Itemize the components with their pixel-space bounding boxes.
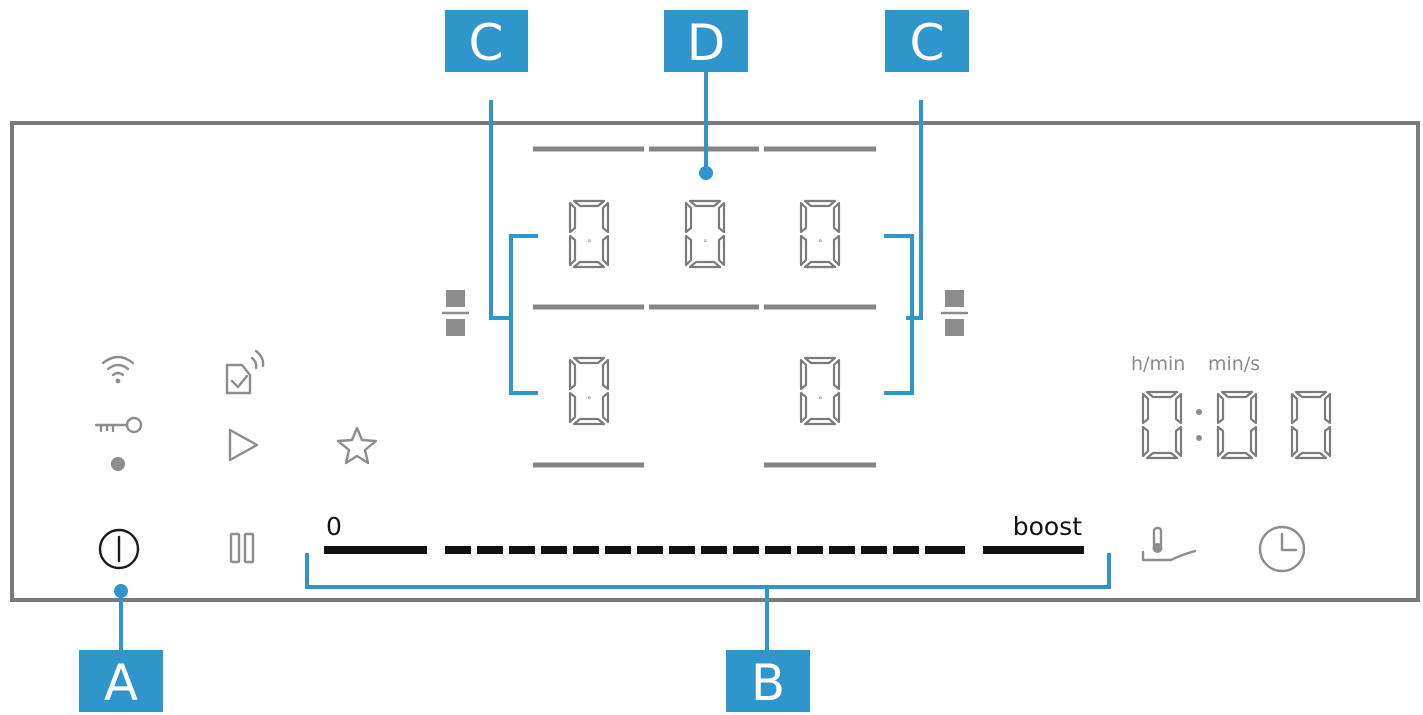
slider-segment xyxy=(765,546,791,554)
callout-tag-c-right: C xyxy=(885,10,969,72)
control-panel-frame xyxy=(10,121,1420,602)
remote-start-icon[interactable] xyxy=(225,349,265,395)
zone-display-bottom-left[interactable]: 0 xyxy=(570,358,608,424)
callout-tag-d: D xyxy=(664,10,748,72)
zone-value-top-left: 0 xyxy=(589,240,590,242)
power-icon[interactable] xyxy=(98,528,140,570)
slider-segment xyxy=(445,546,471,554)
svg-text:B: B xyxy=(751,654,785,712)
zone-value-bottom-right: 0 xyxy=(820,397,821,399)
frying-sensor-icon[interactable] xyxy=(1141,526,1197,562)
slider-segment xyxy=(893,546,919,554)
power-scale-slider[interactable] xyxy=(324,546,1084,554)
slider-segment xyxy=(509,546,535,554)
timer-separator xyxy=(1196,409,1202,441)
callout-tag-c-left: C xyxy=(445,10,528,72)
svg-text:A: A xyxy=(104,654,138,712)
slider-segment xyxy=(477,546,503,554)
timer-label-hmin: h/min xyxy=(1131,353,1185,375)
power-scale-max-label: boost xyxy=(1013,512,1082,541)
callout-lines xyxy=(114,72,1111,650)
slider-segment xyxy=(925,546,951,554)
zone-value-top-center: 0 xyxy=(705,240,706,242)
pause-icon[interactable] xyxy=(229,532,255,564)
favourite-star-icon[interactable] xyxy=(336,426,378,465)
timer-label-mins: min/s xyxy=(1208,353,1260,375)
timer-clock-icon[interactable] xyxy=(1258,525,1306,573)
wifi-icon[interactable] xyxy=(101,355,135,384)
indicator-dot-icon xyxy=(111,457,125,471)
zone-display-top-center[interactable]: 0 xyxy=(686,201,724,267)
zone-display-top-right[interactable]: 0 xyxy=(801,201,839,267)
slider-segment xyxy=(573,546,599,554)
callout-tag-b: B xyxy=(726,650,810,712)
slider-segment xyxy=(637,546,663,554)
zone-value-top-right: 0 xyxy=(820,240,821,242)
svg-text:D: D xyxy=(687,14,726,72)
key-lock-icon[interactable] xyxy=(94,416,143,434)
slider-segment xyxy=(669,546,695,554)
zone-value-bottom-left: 0 xyxy=(589,397,590,399)
slider-segment xyxy=(797,546,823,554)
slider-segment xyxy=(861,546,887,554)
power-scale-min-label: 0 xyxy=(326,512,342,541)
slider-segment xyxy=(733,546,759,554)
svg-text:C: C xyxy=(469,14,504,72)
slider-segment-end xyxy=(983,546,1084,554)
slider-segment xyxy=(541,546,567,554)
zone-indicator-lines xyxy=(533,146,876,468)
slider-segment xyxy=(605,546,631,554)
zone-display-bottom-right[interactable]: 0 xyxy=(801,358,839,424)
slider-segment xyxy=(701,546,727,554)
slider-segment-start xyxy=(324,546,427,554)
zone-combine-icon-right[interactable] xyxy=(941,290,968,336)
callout-tag-a: A xyxy=(79,650,163,712)
zone-display-top-left[interactable]: 0 xyxy=(570,201,608,267)
svg-text:C: C xyxy=(910,14,945,72)
slider-segment xyxy=(829,546,855,554)
zone-combine-icon-left[interactable] xyxy=(442,290,469,336)
play-icon[interactable] xyxy=(228,428,259,462)
slider-segment xyxy=(941,546,965,554)
